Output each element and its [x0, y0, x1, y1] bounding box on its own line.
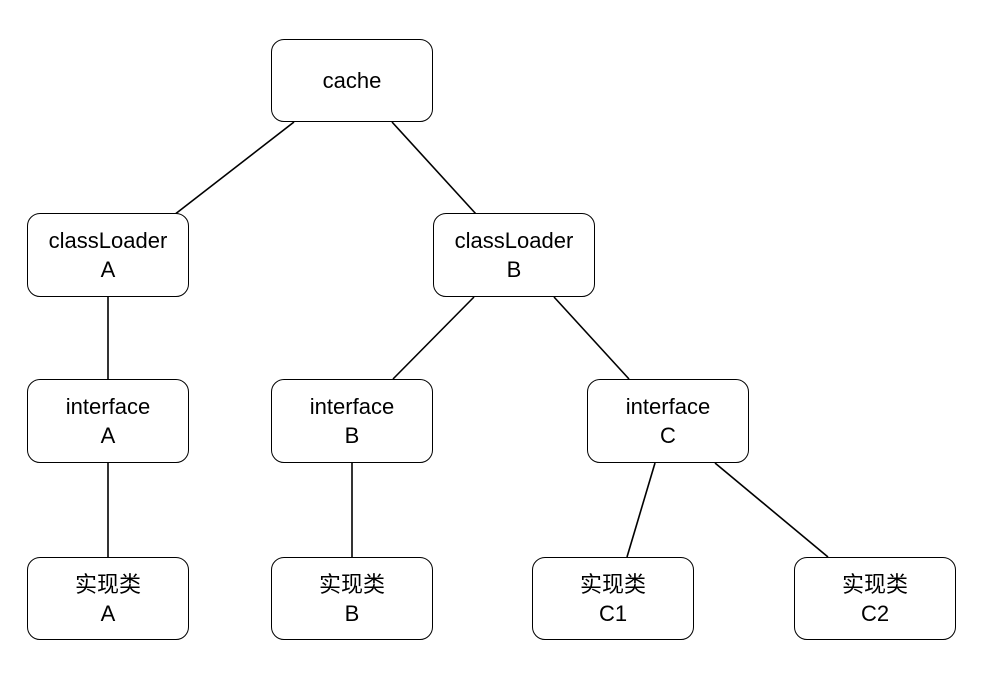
interface-b-id: B: [344, 423, 360, 448]
edge-cache-classloader-a: [173, 121, 295, 216]
classloader-a-node[interactable]: classLoader A: [27, 213, 189, 297]
classloader-b-title: classLoader: [454, 228, 574, 253]
impl-b-node[interactable]: 实现类 B: [271, 557, 433, 640]
interface-a-title: interface: [65, 394, 151, 419]
impl-c1-title: 实现类: [579, 571, 646, 597]
interface-c-node[interactable]: interface C: [587, 379, 749, 463]
interface-a-id: A: [100, 423, 116, 448]
edge-interface-c-impl-c2: [714, 462, 829, 558]
classloader-a-title: classLoader: [48, 228, 168, 253]
impl-c2-title: 实现类: [841, 571, 908, 597]
classloader-a-id: A: [100, 257, 116, 282]
interface-b-title: interface: [309, 394, 395, 419]
interface-c-title: interface: [625, 394, 711, 419]
edge-classloader-b-interface-c: [553, 296, 630, 380]
cache-node-label: cache: [322, 68, 382, 93]
cache-node[interactable]: cache: [271, 39, 433, 122]
classloader-b-node[interactable]: classLoader B: [433, 213, 595, 297]
impl-c1-node[interactable]: 实现类 C1: [532, 557, 694, 640]
impl-b-title: 实现类: [318, 571, 385, 597]
edge-classloader-b-interface-b: [392, 296, 475, 380]
impl-c2-id: C2: [860, 600, 890, 626]
impl-a-title: 实现类: [74, 571, 141, 597]
edge-interface-c-impl-c1: [626, 462, 656, 558]
interface-b-node[interactable]: interface B: [271, 379, 433, 463]
edge-cache-classloader-b: [391, 121, 477, 215]
interface-c-id: C: [660, 423, 676, 448]
impl-a-node[interactable]: 实现类 A: [27, 557, 189, 640]
impl-a-id: A: [100, 600, 116, 626]
impl-c2-node[interactable]: 实现类 C2: [794, 557, 956, 640]
impl-c1-id: C1: [598, 600, 628, 626]
classloader-b-id: B: [506, 257, 522, 282]
impl-b-id: B: [344, 600, 360, 626]
interface-a-node[interactable]: interface A: [27, 379, 189, 463]
